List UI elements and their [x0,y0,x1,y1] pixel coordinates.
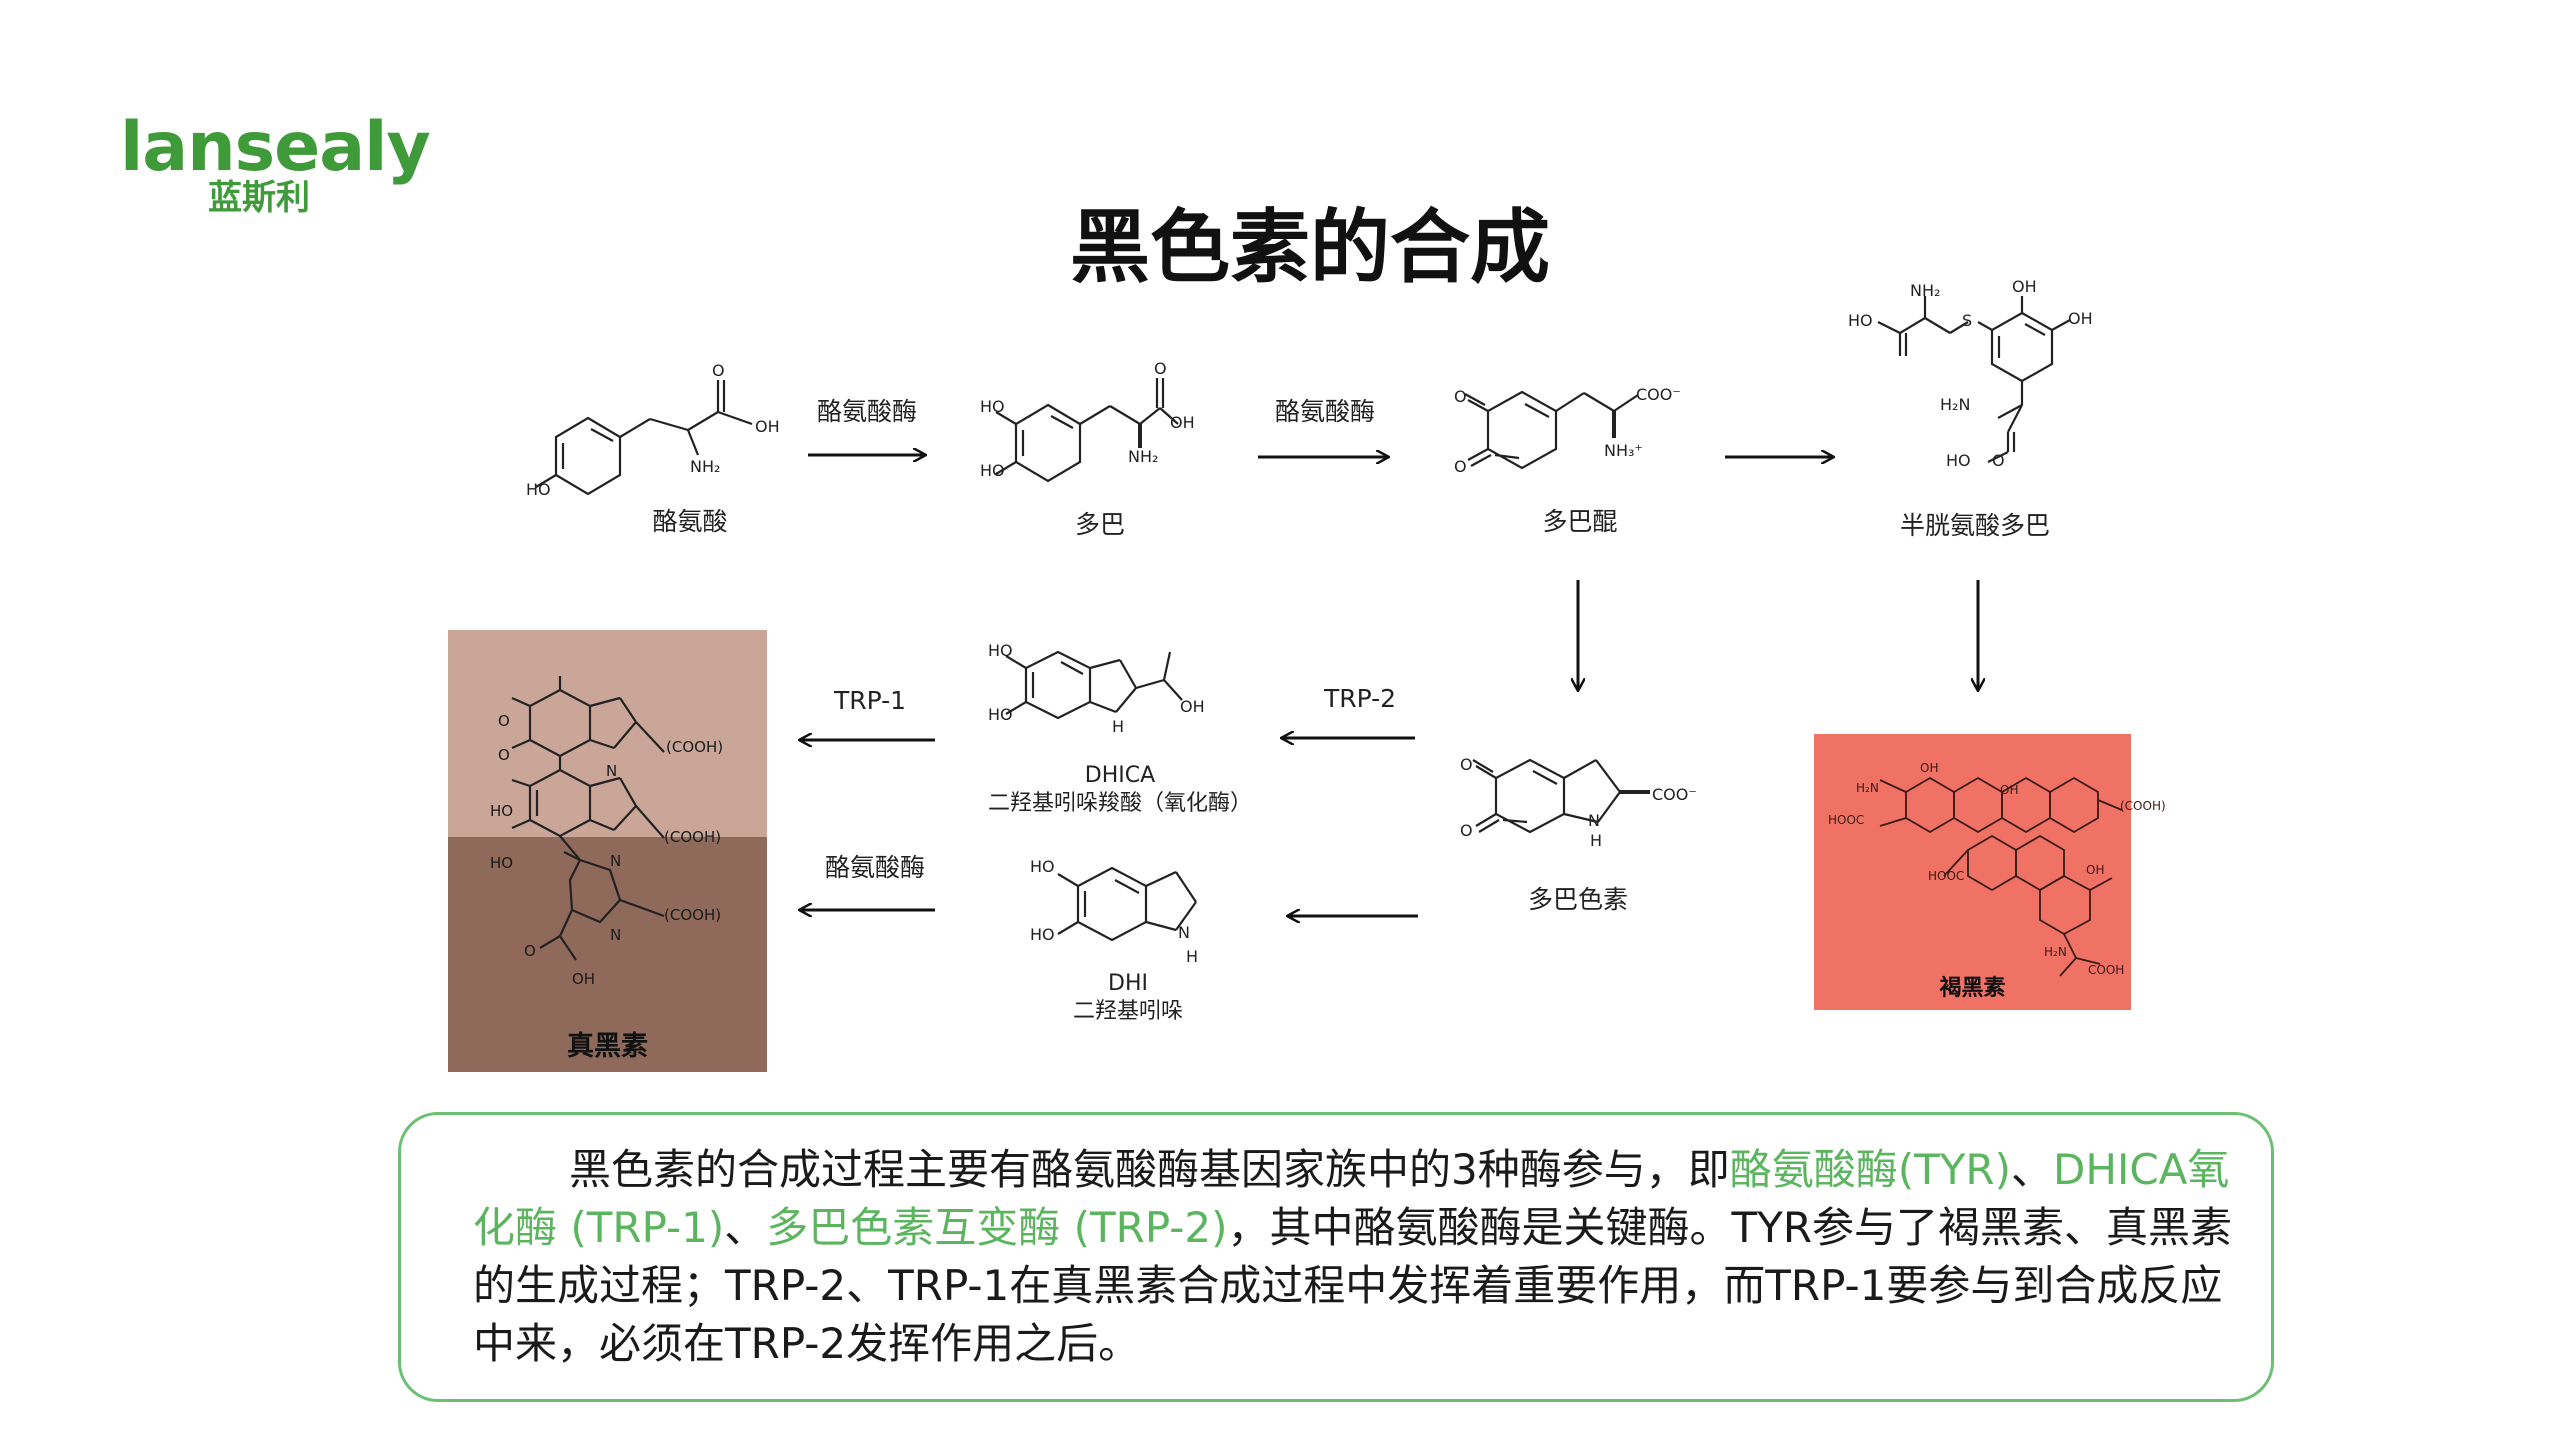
atom-label: H [1590,831,1602,850]
atom-label: COO⁻ [1636,385,1681,404]
cysteinyldopa-structure [1877,296,2071,463]
description-part-3: 、 [724,1203,767,1252]
enzyme-label-trp2: TRP-2 [1323,684,1397,713]
atom-label: NH₃⁺ [1604,441,1643,460]
label-dhi: DHI [1108,971,1148,996]
atom-label: HO [988,641,1013,660]
label-dhi-desc: 二羟基吲哚 [1072,999,1183,1024]
dopachrome-structure [1472,758,1650,834]
atom-label: S [1962,311,1972,330]
eumelanin-structure [511,676,665,961]
atom-label: (COOH) [2120,799,2166,813]
eumelanin-label: 真黑素 [567,1031,648,1062]
atom-label: (COOH) [664,906,721,924]
pathway-diagram: HO OH O NH₂ HO HO OH O NH₂ O O COO⁻ NH₃⁺… [490,277,2166,988]
atom-label: O [712,361,725,380]
label-tyrosine: 酪氨酸 [652,507,728,536]
description-part-4: ，其中酪氨酸酶是关键酶。TYR参与了褐黑素、真黑素的生成过程；TRP-2、TRP… [473,1203,2233,1368]
eumelanin-panel-bottom [448,837,767,1072]
label-dhica-desc: 二羟基吲哚羧酸（氧化酶） [987,791,1252,816]
atom-label: HO [490,854,513,872]
atom-label: O [1454,457,1467,476]
atom-label: O [498,712,510,730]
atom-label: H [1112,717,1124,736]
label-cysteinyldopa: 半胱氨酸多巴 [1899,511,2050,540]
atom-label: O [498,746,510,764]
dopa-structure [995,378,1179,483]
page-title: 黑色素的合成 [1070,201,1550,294]
atom-label: OH [1180,697,1205,716]
atom-label: O [1154,359,1167,378]
atom-label: O [1454,387,1467,406]
atom-label: HO [1848,311,1873,330]
atom-label: N [1588,811,1600,830]
atom-label: O [1460,821,1473,840]
atom-label: (COOH) [664,828,721,846]
atom-label: HO [526,480,551,499]
atom-label: O [1460,755,1473,774]
description-part-2: 、 [2011,1145,2054,1194]
atom-label: HOOC [1828,813,1864,827]
dhica-structure [1005,650,1183,720]
company-logo: lansealy 蓝斯利 [120,108,431,228]
logo-wordmark: lansealy [120,108,431,187]
atom-label: OH [1170,413,1195,432]
atom-label: OH [2012,277,2037,296]
atom-label: H [1186,947,1198,966]
atom-label: HO [988,705,1013,724]
highlight-trp2: 多巴色素互变酶 (TRP-2) [766,1203,1228,1252]
eumelanin-panel: 真黑素 [448,630,767,1072]
atom-label: NH₂ [1910,281,1940,300]
label-dhica: DHICA [1084,763,1156,788]
atom-label: OH [755,417,780,436]
atom-label: HO [980,397,1005,416]
description-box: 黑色素的合成过程主要有酪氨酸酶基因家族中的3种酶参与，即酪氨酸酶(TYR)、DH… [398,1112,2274,1402]
atom-label: OH [1920,761,1938,775]
label-dopaquinone: 多巴醌 [1542,507,1618,536]
atom-label: N [610,926,621,944]
atom-label: HO [490,802,513,820]
eumelanin-panel-top [448,630,767,837]
pheomelanin-structure [1879,776,2123,977]
atom-label: O [524,942,536,960]
atom-label: NH₂ [690,457,720,476]
enzyme-label-tyr-2: 酪氨酸酶 [1274,397,1375,426]
atom-label: H₂N [2044,945,2067,959]
atom-label: OH [572,970,595,988]
description-part-1: 黑色素的合成过程主要有酪氨酸酶基因家族中的3种酶参与，即 [569,1145,1730,1194]
atom-label: COO⁻ [1652,785,1697,804]
atom-label: H₂N [1940,395,1970,414]
atom-label: OH [2000,783,2018,797]
atom-label: OH [2086,863,2104,877]
description-text: 黑色素的合成过程主要有酪氨酸酶基因家族中的3种酶参与，即酪氨酸酶(TYR)、DH… [473,1141,2233,1373]
atom-label: HO [1030,925,1055,944]
atom-label: N [1178,923,1190,942]
label-dopa: 多巴 [1074,510,1125,539]
highlight-trp1: DHICA氧化酶 (TRP-1) [473,1145,2230,1252]
label-dopachrome: 多巴色素 [1527,885,1628,914]
atom-label: COOH [2088,963,2124,977]
highlight-tyr: 酪氨酸酶(TYR) [1729,1145,2011,1194]
atom-label: HO [1030,857,1055,876]
atom-label: OH [2068,309,2093,328]
enzyme-label-trp1: TRP-1 [833,686,907,715]
enzyme-label-tyr-1: 酪氨酸酶 [816,397,917,426]
atom-label: HO [1946,451,1971,470]
atom-label: H₂N [1856,781,1879,795]
atom-label: HOOC [1928,869,1964,883]
enzyme-label-tyr-3: 酪氨酸酶 [824,853,925,882]
atom-label: (COOH) [666,738,723,756]
atom-label: O [1992,451,2005,470]
atom-label: N [606,762,617,780]
logo-chinese: 蓝斯利 [208,178,310,218]
pheomelanin-label: 褐黑素 [1939,976,2006,1001]
dhi-structure [1057,866,1197,942]
atom-label: NH₂ [1128,447,1158,466]
tyrosine-structure [535,380,753,496]
atom-label: N [610,852,621,870]
atom-label: HO [980,461,1005,480]
dopaquinone-structure [1464,390,1639,470]
